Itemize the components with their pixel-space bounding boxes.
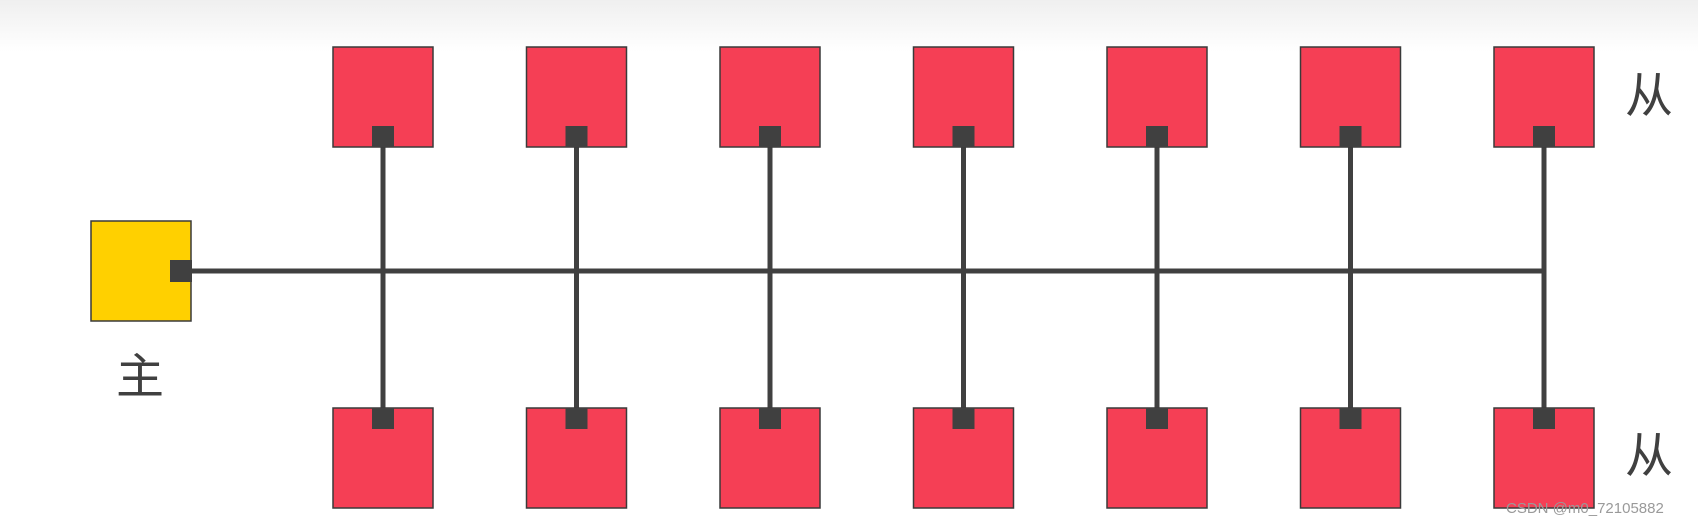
connector-top-7	[1533, 126, 1555, 147]
connector-bottom-7	[1533, 408, 1555, 429]
connector-bottom-3	[759, 408, 781, 429]
slave-label-bottom: 从	[1625, 428, 1674, 484]
connector-top-5	[1146, 126, 1168, 147]
master-connector	[170, 260, 192, 282]
connector-top-4	[952, 126, 975, 147]
watermark: CSDN @m0_72105882	[1506, 500, 1664, 517]
connector-bottom-5	[1146, 408, 1168, 429]
connector-top-1	[372, 126, 394, 147]
top-fade-band	[0, 0, 1698, 52]
connector-top-6	[1339, 126, 1362, 147]
connector-bottom-4	[952, 408, 975, 429]
master-label: 主	[116, 349, 165, 405]
slave-label-top: 从	[1625, 68, 1674, 124]
connector-bottom-6	[1339, 408, 1362, 429]
connector-bottom-1	[372, 408, 394, 429]
connector-top-2	[565, 126, 588, 147]
connector-top-3	[759, 126, 781, 147]
connector-bottom-2	[565, 408, 588, 429]
